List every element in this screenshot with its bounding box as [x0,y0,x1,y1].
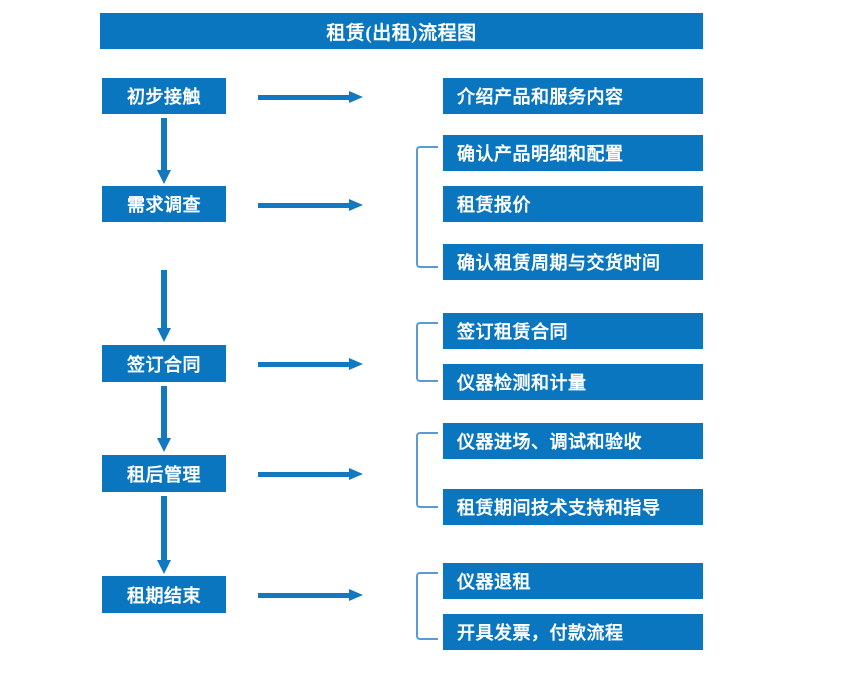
detail-box-9[interactable]: 仪器退租 [443,563,703,599]
vertical-arrow-2 [157,270,171,342]
stage-box-2[interactable]: 需求调查 [102,186,226,222]
vertical-arrow-1 [157,118,171,184]
group-bracket-2 [416,146,438,268]
group-bracket-5 [416,572,438,640]
vertical-arrow-3 [157,386,171,452]
detail-box-10[interactable]: 开具发票，付款流程 [443,614,703,650]
vertical-arrow-4 [157,496,171,574]
horizontal-arrow-1 [258,90,363,103]
detail-box-3[interactable]: 租赁报价 [443,186,703,222]
detail-box-4[interactable]: 确认租赁周期与交货时间 [443,244,703,280]
group-bracket-3 [416,322,438,382]
horizontal-arrow-3 [258,357,363,370]
stage-box-4[interactable]: 租后管理 [102,455,226,492]
group-bracket-4 [416,432,438,508]
horizontal-arrow-4 [258,467,363,480]
detail-box-8[interactable]: 租赁期间技术支持和指导 [443,489,703,525]
detail-box-1[interactable]: 介绍产品和服务内容 [443,78,703,114]
stage-box-5[interactable]: 租期结束 [102,576,226,613]
stage-box-1[interactable]: 初步接触 [102,78,226,114]
diagram-title: 租赁(出租)流程图 [100,13,703,49]
detail-box-7[interactable]: 仪器进场、调试和验收 [443,423,703,459]
horizontal-arrow-2 [258,198,363,211]
horizontal-arrow-5 [258,588,363,601]
stage-box-3[interactable]: 签订合同 [102,345,226,382]
detail-box-2[interactable]: 确认产品明细和配置 [443,135,703,171]
detail-box-6[interactable]: 仪器检测和计量 [443,364,703,400]
detail-box-5[interactable]: 签订租赁合同 [443,313,703,349]
